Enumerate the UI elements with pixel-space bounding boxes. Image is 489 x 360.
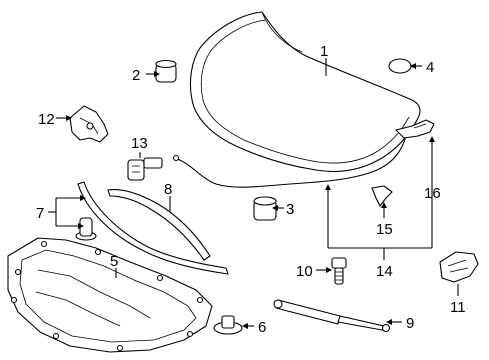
hood-latch-12 [69,105,109,143]
grommet-6 [213,315,243,335]
callout-10: 10 [296,263,313,280]
callout-1: 1 [320,43,328,60]
callout-15: 15 [376,221,393,238]
latch-bolt-13 [127,157,163,181]
hinge-11 [439,251,479,283]
release-handle-16 [395,119,435,139]
release-cable [172,135,407,188]
callout-7: 7 [36,205,44,222]
callout-11: 11 [450,299,466,316]
bumper-stop-2 [155,59,177,83]
hood-insulator-5 [7,237,213,353]
callout-4: 4 [426,59,434,76]
leaders [48,58,459,329]
cap-3 [253,196,277,221]
callout-8: 8 [164,181,172,198]
callout-3: 3 [286,201,294,218]
callout-5: 5 [110,253,118,270]
seal-strip-7 [77,181,229,275]
callout-12: 12 [38,111,55,128]
plug-4 [388,58,412,74]
callout-16: 16 [424,185,441,202]
callout-13: 13 [131,135,148,152]
bolt-10 [331,257,347,285]
callout-14: 14 [376,263,393,280]
callout-2: 2 [132,67,140,84]
callout-9: 9 [406,315,414,332]
callout-6: 6 [258,319,266,336]
push-pin-7 [75,217,97,241]
clip-15 [371,185,393,207]
gas-strut-9 [273,299,391,333]
seal-strip-8 [107,189,211,261]
hood-panel [189,11,421,173]
